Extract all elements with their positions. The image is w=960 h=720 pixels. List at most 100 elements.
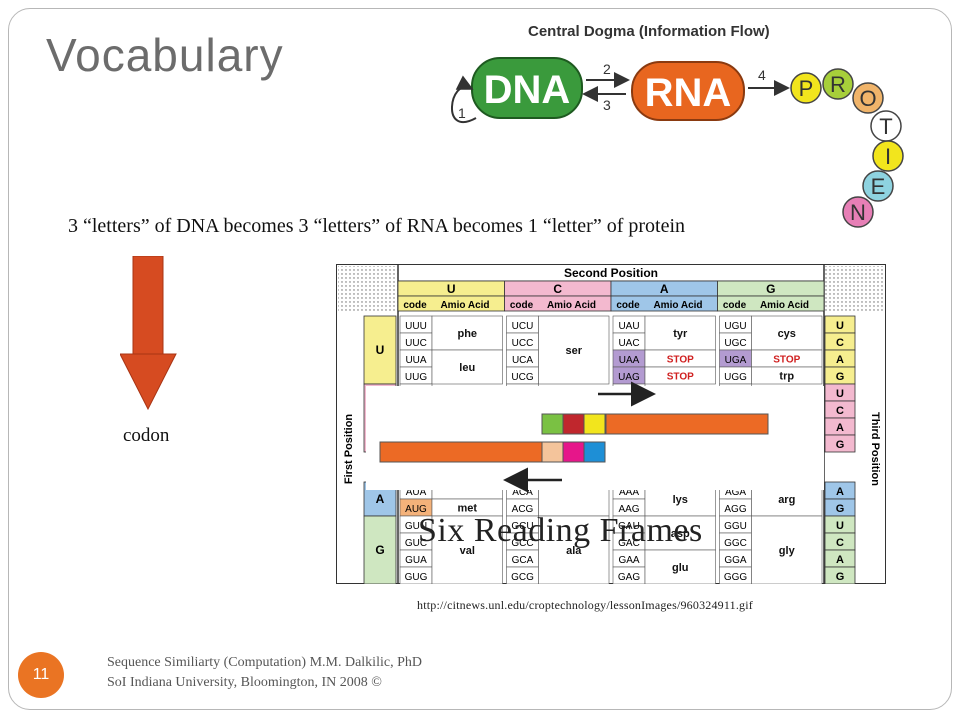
codon-ugg: UGG <box>724 372 747 383</box>
third-position-label: Third Position <box>869 412 881 486</box>
corner-pattern <box>824 266 884 312</box>
row-base-u: U <box>376 343 385 357</box>
amino-acid-ala: ala <box>566 545 582 557</box>
code-subheader: code <box>510 300 534 311</box>
codon-ggg: GGG <box>724 572 748 583</box>
amino-acid-cell <box>751 366 823 385</box>
third-base-c: C <box>836 405 844 417</box>
protein-bead-n: N <box>842 196 874 228</box>
amino-acid-phe: phe <box>457 328 477 340</box>
rna-pill <box>631 61 745 121</box>
dna-label: DNA <box>484 68 571 112</box>
second-position-label: Second Position <box>564 266 658 280</box>
codon-gag: GAG <box>618 572 640 583</box>
amino-acid-leu: leu <box>459 362 475 374</box>
step-2-label: 2 <box>603 61 611 77</box>
forward-frame-bar <box>605 413 769 435</box>
codon-acg: ACG <box>512 504 534 515</box>
protein-bead-t: T <box>870 110 902 142</box>
codon-uaa: UAA <box>619 355 640 366</box>
amino-acid-subheader: Amio Acid <box>760 300 809 311</box>
amino-acid-trp: trp <box>779 371 794 383</box>
amino-acid-arg: arg <box>778 494 795 506</box>
svg-text:I: I <box>885 144 891 169</box>
amino-acid-met: met <box>457 503 477 515</box>
third-base-a: A <box>836 554 844 566</box>
down-arrow <box>120 256 177 411</box>
step-4-label: 4 <box>758 67 766 83</box>
codon-uca: UCA <box>512 355 533 366</box>
amino-acid-cell <box>431 349 503 385</box>
forward-codon-block <box>562 413 585 435</box>
third-base-c: C <box>836 337 844 349</box>
codon-gua: GUA <box>405 555 427 566</box>
codon-uac: UAC <box>618 338 639 349</box>
codon-gcu: GCU <box>511 521 533 532</box>
amino-acid-subheader: Amio Acid <box>440 300 489 311</box>
reverse-codon-block <box>583 441 606 463</box>
central-dogma-diagram: Central Dogma (Information Flow) DNA RNA… <box>451 23 904 228</box>
amino-acid-cell <box>644 315 716 351</box>
amino-acid-stop: STOP <box>667 355 694 366</box>
slide-frame <box>8 8 952 710</box>
protein-bead-p: P <box>790 72 822 104</box>
amino-acid-lys: lys <box>673 494 688 506</box>
first-position-label: First Position <box>343 414 355 485</box>
codon-guu: GUU <box>405 521 427 532</box>
col-base-a: A <box>660 282 669 296</box>
amino-acid-cell <box>644 549 716 584</box>
code-subheader: code <box>616 300 640 311</box>
col-base-u: U <box>447 282 456 296</box>
third-base-a: A <box>836 354 844 366</box>
codon-uua: UUA <box>405 355 426 366</box>
codon-gcg: GCG <box>511 572 534 583</box>
source-url[interactable]: http://citnews.unl.edu/croptechnology/le… <box>417 598 753 612</box>
third-base-a: A <box>836 486 844 498</box>
codon-uuu: UUU <box>405 321 427 332</box>
code-subheader: code <box>723 300 747 311</box>
amino-acid-subheader: Amio Acid <box>653 300 702 311</box>
amino-acid-tyr: tyr <box>673 328 688 340</box>
rna-label: RNA <box>645 71 732 115</box>
amino-acid-glu: glu <box>672 562 689 574</box>
amino-acid-subheader: Amio Acid <box>547 300 596 311</box>
slide-number: 11 <box>32 666 50 683</box>
codon-ggc: GGC <box>724 538 747 549</box>
codon-gug: GUG <box>405 572 428 583</box>
replication-arrow <box>451 75 477 124</box>
code-subheader: code <box>403 300 427 311</box>
codon-guc: GUC <box>405 538 427 549</box>
amino-acid-cys: cys <box>778 328 796 340</box>
col-base-c: C <box>553 282 562 296</box>
codon-gac: GAC <box>618 538 640 549</box>
third-base-u: U <box>836 388 844 400</box>
svg-text:T: T <box>879 114 892 139</box>
amino-acid-asp: asp <box>671 528 690 540</box>
codon-gga: GGA <box>724 555 747 566</box>
codon-aag: AAG <box>618 504 639 515</box>
third-base-g: G <box>836 571 845 583</box>
codon-ucu: UCU <box>512 321 534 332</box>
codon-gaa: GAA <box>618 555 639 566</box>
third-base-u: U <box>836 320 844 332</box>
third-base-a: A <box>836 422 844 434</box>
reading-frames-panel <box>366 386 824 490</box>
codon-ugc: UGC <box>724 338 746 349</box>
footer-line-2: SoI Indiana University, Bloomington, IN … <box>107 675 382 690</box>
svg-text:E: E <box>871 174 886 199</box>
third-base-u: U <box>836 520 844 532</box>
amino-acid-cell <box>644 366 716 385</box>
step-1-label: 1 <box>458 105 466 121</box>
codon-uau: UAU <box>618 321 639 332</box>
row-base-cell <box>363 515 397 584</box>
amino-acid-cell <box>751 315 823 351</box>
codon-uga: UGA <box>725 355 747 366</box>
protein-bead-e: E <box>862 170 894 202</box>
row-base-a: A <box>376 492 385 506</box>
six-reading-frames-label: Six Reading Frames <box>418 512 703 549</box>
forward-codon-block <box>541 413 564 435</box>
codon-aaa: AAA <box>619 487 639 498</box>
codon-ucg: UCG <box>511 372 533 383</box>
amino-acid-cell <box>644 515 716 551</box>
